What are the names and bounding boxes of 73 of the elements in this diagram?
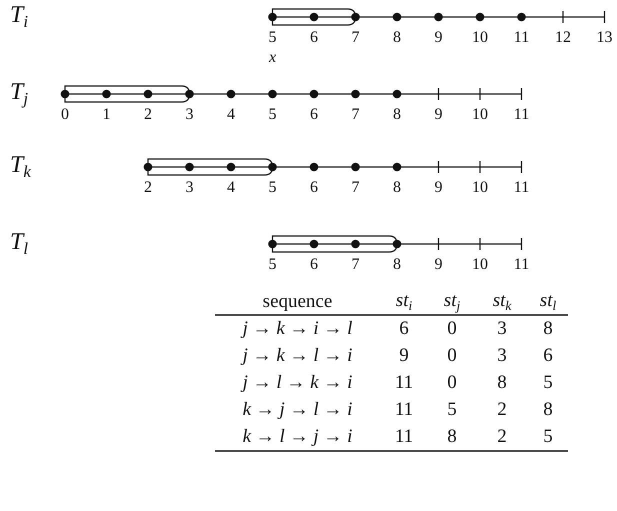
column-header: st$_{l}$ (540, 290, 556, 311)
tick-label: 4 (227, 180, 235, 196)
column-header: st$_{j}$ (444, 290, 460, 311)
tick-label: 5 (268, 107, 276, 123)
row-label: T$_{l}$ (10, 230, 28, 258)
tick-label: 8 (393, 180, 401, 196)
tick-label: 9 (434, 30, 442, 46)
value-cell: 2 (497, 426, 507, 447)
value-cell: 0 (447, 345, 457, 366)
value-cell: 6 (543, 345, 553, 366)
tick-label: 10 (472, 30, 488, 46)
value-cell: 11 (394, 372, 414, 393)
sequence-cell: k → l → j → i (242, 426, 352, 447)
row-label: T$_{i}$ (10, 3, 28, 31)
value-cell: 5 (447, 399, 457, 420)
tick-label: 11 (514, 30, 530, 46)
value-cell: 6 (399, 318, 409, 339)
value-cell: 3 (497, 318, 507, 339)
column-header: st$_{i}$ (396, 290, 412, 311)
value-cell: 5 (543, 426, 553, 447)
variable-label: x (268, 50, 276, 66)
tick-label: 10 (472, 180, 488, 196)
tick-label: 9 (434, 180, 442, 196)
tick-label: 7 (352, 180, 360, 196)
tick-label: 0 (61, 107, 69, 123)
tick-label: 2 (144, 107, 152, 123)
value-cell: 0 (447, 372, 457, 393)
value-cell: 8 (497, 372, 507, 393)
value-cell: 2 (497, 399, 507, 420)
tick-label: 6 (310, 107, 318, 123)
tick-label: 8 (393, 257, 401, 273)
tick-label: 7 (352, 257, 360, 273)
value-cell: 11 (394, 426, 414, 447)
value-cell: 8 (543, 399, 553, 420)
value-cell: 3 (497, 345, 507, 366)
value-cell: 8 (447, 426, 457, 447)
sequence-cell: j → k → i → l (242, 318, 352, 339)
tick-label: 7 (352, 107, 360, 123)
column-header: st$_{k}$ (492, 290, 512, 311)
tick-label: 10 (472, 107, 488, 123)
tick-label: 10 (472, 257, 488, 273)
tick-label: 3 (186, 107, 194, 123)
tick-label: 5 (268, 257, 276, 273)
tick-label: 2 (144, 180, 152, 196)
value-cell: 11 (394, 399, 414, 420)
sequence-cell: k → j → l → i (242, 399, 352, 420)
tick-label: 5 (268, 180, 276, 196)
sequence-cell: j → l → k → i (242, 372, 352, 393)
tick-label: 4 (227, 107, 235, 123)
value-cell: 5 (543, 372, 553, 393)
value-cell: 8 (543, 318, 553, 339)
tick-label: 6 (310, 257, 318, 273)
tick-label: 8 (393, 30, 401, 46)
tick-label: 11 (514, 257, 530, 273)
tick-label: 5 (268, 30, 276, 46)
tick-label: 9 (434, 107, 442, 123)
tick-label: 8 (393, 107, 401, 123)
tick-label: 7 (352, 30, 360, 46)
row-label: T$_{j}$ (10, 80, 28, 108)
tick-label: 3 (186, 180, 194, 196)
value-cell: 9 (399, 345, 409, 366)
tick-label: 6 (310, 30, 318, 46)
sequence-cell: j → k → l → i (242, 345, 352, 366)
tick-label: 11 (514, 107, 530, 123)
tick-label: 1 (102, 107, 110, 123)
value-cell: 0 (447, 318, 457, 339)
tick-label: 13 (596, 30, 612, 46)
tick-label: 6 (310, 180, 318, 196)
row-label: T$_{k}$ (10, 153, 31, 181)
tick-label: 11 (514, 180, 530, 196)
tick-label: 12 (555, 30, 571, 46)
column-header: sequence (262, 291, 332, 312)
tick-label: 9 (434, 257, 442, 273)
